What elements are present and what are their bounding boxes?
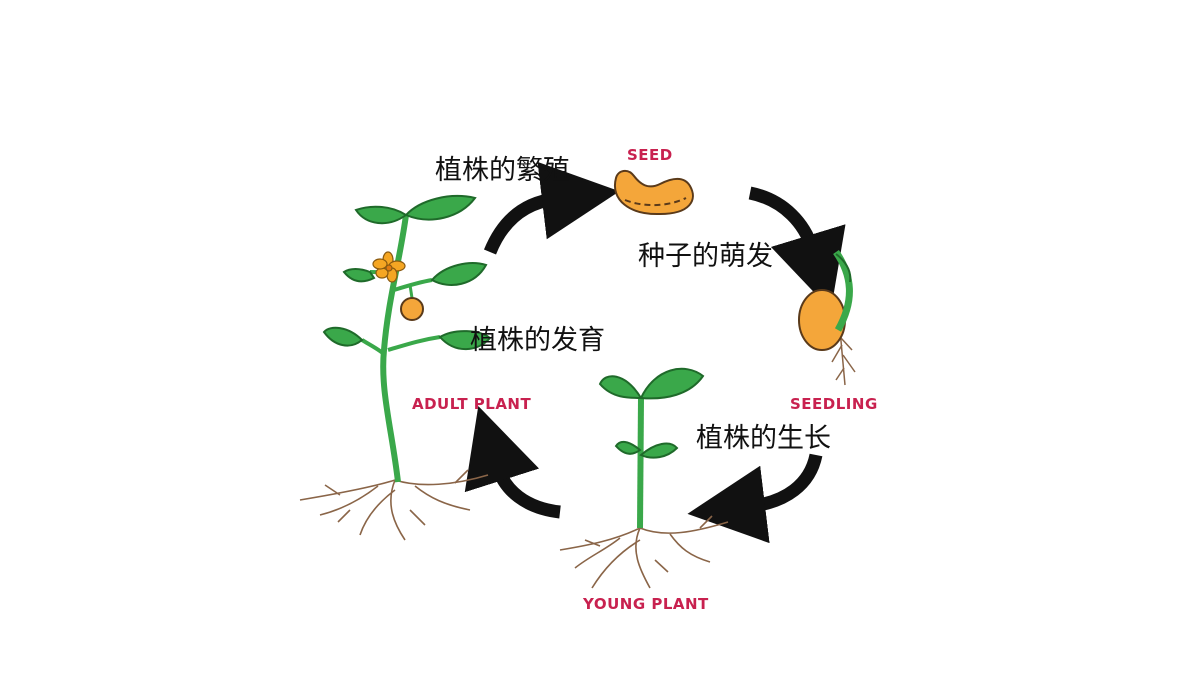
step-label-growth: 植株的生长 — [696, 423, 831, 454]
flower-icon — [372, 251, 406, 283]
step-label-development: 植株的发育 — [470, 325, 605, 356]
arrow-seedling-to-young — [687, 453, 823, 544]
arrow-adult-to-seed — [483, 161, 620, 255]
stage-label-young-plant: YOUNG PLANT — [583, 595, 709, 613]
stage-label-adult-plant: ADULT PLANT — [412, 395, 532, 413]
adult-plant-roots — [299, 469, 489, 541]
seedling-illustration — [798, 250, 856, 386]
cycle-arrows — [464, 161, 846, 544]
young-plant-illustration — [559, 367, 729, 589]
arrow-young-to-adult — [464, 406, 561, 519]
step-label-reproduction: 植株的繁殖 — [435, 155, 570, 186]
young-plant-roots — [559, 515, 729, 589]
arrow-seed-to-seedling — [748, 186, 846, 311]
adult-plant-stem — [380, 214, 409, 483]
step-label-germination: 种子的萌发 — [638, 241, 773, 272]
stage-label-seed: SEED — [627, 146, 673, 164]
fruit-icon — [400, 297, 424, 321]
stage-label-seedling: SEEDLING — [790, 395, 878, 413]
seed-illustration — [613, 170, 694, 216]
adult-plant-illustration — [299, 194, 492, 541]
